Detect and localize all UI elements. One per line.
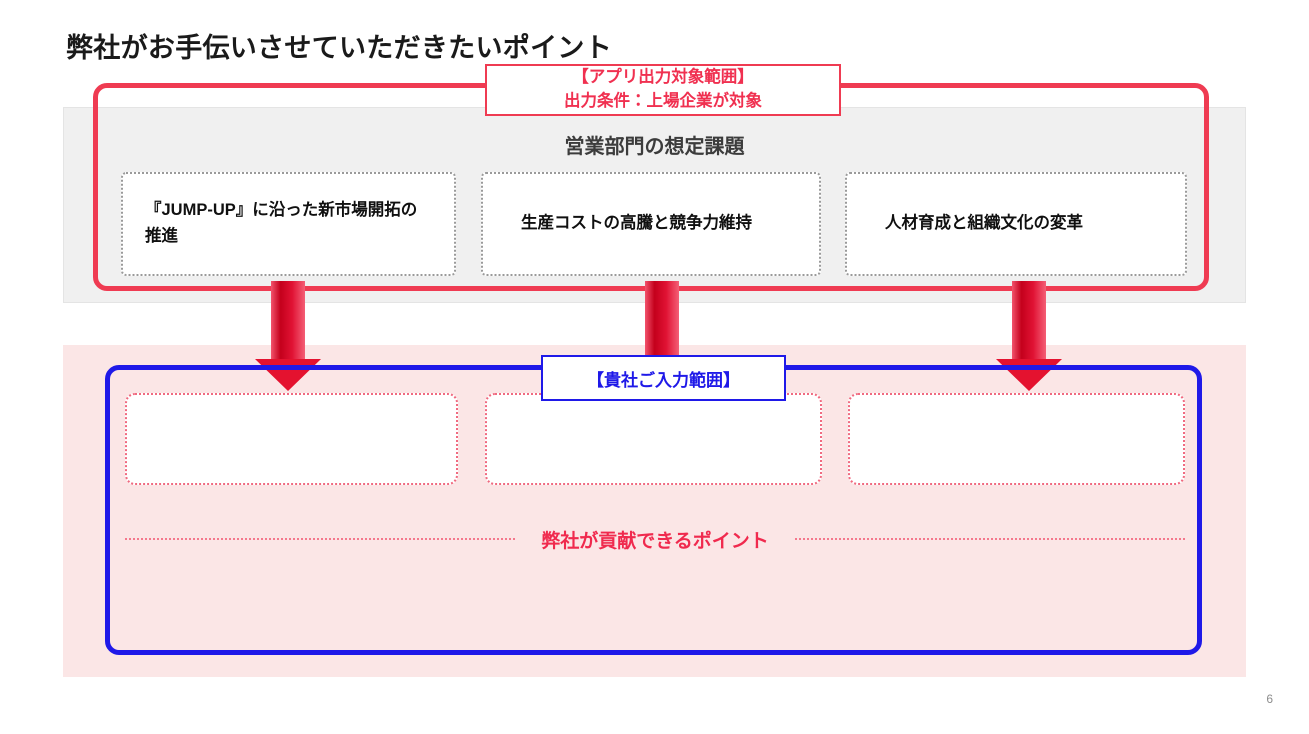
app-output-scope-line2: 出力条件：上場企業が対象: [564, 92, 762, 110]
app-output-scope-callout: 【アプリ出力対象範囲】 出力条件：上場企業が対象: [485, 64, 841, 116]
customer-input-scope-line1: 【貴社ご入力範囲】: [587, 370, 740, 390]
input-card-3[interactable]: [848, 393, 1185, 485]
customer-input-scope-callout: 【貴社ご入力範囲】: [541, 355, 786, 401]
contribution-dash-right: [794, 538, 1185, 540]
page-title: 弊社がお手伝いさせていただきたいポイント: [66, 33, 612, 63]
input-card-1[interactable]: [125, 393, 458, 485]
issue-card-2-text: 生産コストの高騰と競争力維持: [521, 214, 752, 233]
issue-card-1-text: 『JUMP-UP』に沿った新市場開拓の推進: [145, 201, 418, 245]
issue-card-1[interactable]: 『JUMP-UP』に沿った新市場開拓の推進: [121, 172, 456, 276]
input-card-2[interactable]: [485, 393, 822, 485]
app-output-scope-line1: 【アプリ出力対象範囲】: [572, 68, 754, 87]
contribution-band: 弊社が貢献できるポイント: [125, 518, 1185, 560]
issue-card-3-text: 人材育成と組織文化の変革: [885, 214, 1083, 233]
contribution-dash-left: [125, 538, 516, 540]
issue-card-3[interactable]: 人材育成と組織文化の変革: [845, 172, 1187, 276]
assumed-issues-heading: 営業部門の想定課題: [564, 136, 745, 158]
page-number: 6: [1266, 692, 1273, 706]
issue-card-2[interactable]: 生産コストの高騰と競争力維持: [481, 172, 821, 276]
contribution-label: 弊社が貢献できるポイント: [541, 530, 769, 552]
